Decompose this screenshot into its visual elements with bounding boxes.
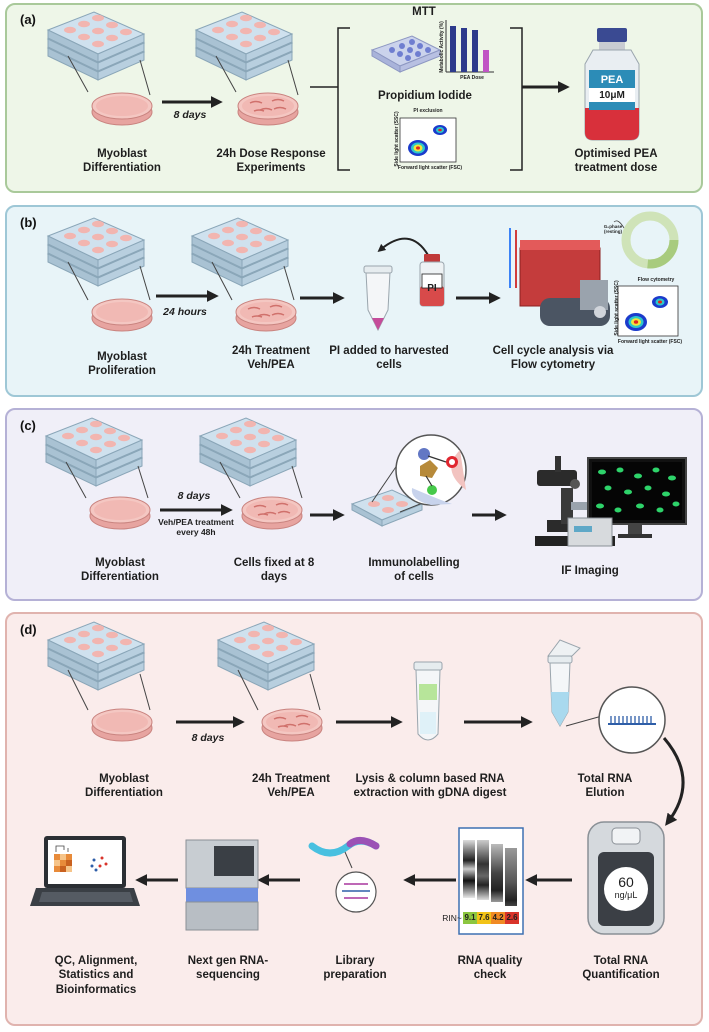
b-fc-x-label: Forward light scatter (FSC) <box>617 339 683 345</box>
a-time-label: 8 days <box>173 109 207 121</box>
b-fc-title: Flow cytometry <box>637 277 675 283</box>
b-time-label: 24 hours <box>163 306 207 318</box>
a-bar-x-label: PEA Dose <box>460 75 484 81</box>
a-bar-y-label: Metabolic Activity (%) <box>439 21 445 73</box>
c-time-label: 8 days <box>177 490 211 502</box>
d-rin-chip-1: 9.1 <box>463 912 477 924</box>
d-nanodrop-value: 60 <box>618 874 634 890</box>
b-step-pi-added: PI added to harvested cells <box>329 345 449 372</box>
d-step-rna-quantification: Total RNA Quantification <box>582 955 660 982</box>
panel-label-d: (d) <box>20 622 37 637</box>
d-step-treatment: 24h Treatment Veh/PEA <box>252 773 330 800</box>
d-rin-chip-3: 4.2 <box>491 912 505 924</box>
panel-label-a: (a) <box>20 12 36 27</box>
panel-label-b: (b) <box>20 215 37 230</box>
a-step-myoblast-differentiation: Myoblast Differentiation <box>83 148 161 175</box>
panel-label-c: (c) <box>20 418 36 433</box>
a-pi-x-label: Forward light scatter (FSC) <box>397 165 463 171</box>
c-step-cells-fixed: Cells fixed at 8 days <box>233 557 315 584</box>
a-pi-plot-title: PI exclusion <box>413 108 443 114</box>
c-step-immunolabelling: Immunolabelling of cells <box>368 557 460 584</box>
a-pi-label: Propidium Iodide <box>378 90 472 102</box>
b-fc-y-label: Side light scatter (SSC) <box>614 280 620 336</box>
d-rin-chip-2: 7.6 <box>477 912 491 924</box>
d-step-myoblast-differentiation: Myoblast Differentiation <box>85 773 163 800</box>
d-step-sequencing: Next gen RNA- sequencing <box>187 955 269 982</box>
b-cycle-label: G₀phase (resting) <box>603 224 623 235</box>
a-pi-y-label: Side light scatter (SSC) <box>394 111 400 167</box>
d-step-rna-extraction: Lysis & column based RNA extraction with… <box>353 773 507 800</box>
d-step-rna-quality: RNA quality check <box>457 955 523 982</box>
b-step-cell-cycle: Cell cycle analysis via Flow cytometry <box>492 345 614 372</box>
a-step-optimised-dose: Optimised PEA treatment dose <box>574 148 658 175</box>
panel-d <box>5 612 703 1026</box>
a-mtt-label: MTT <box>412 6 436 18</box>
b-step-treatment: 24h Treatment Veh/PEA <box>232 345 310 372</box>
d-nanodrop-unit: ng/μL <box>614 890 638 900</box>
d-step-rna-elution: Total RNA Elution <box>577 773 633 800</box>
c-step-myoblast-differentiation: Myoblast Differentiation <box>81 557 159 584</box>
d-step-library-prep: Library preparation <box>323 955 387 982</box>
c-step-if-imaging: IF Imaging <box>561 565 619 577</box>
c-time-note: Veh/PEA treatment every 48h <box>158 517 234 538</box>
d-rin-chip-4: 2.6 <box>505 912 519 924</box>
b-step-myoblast-proliferation: Myoblast Proliferation <box>88 351 156 378</box>
d-rin-label: RIN~ <box>442 913 462 923</box>
a-vial-label: PEA <box>600 74 624 86</box>
d-step-bioinformatics: QC, Alignment, Statistics and Bioinforma… <box>54 955 138 996</box>
d-time-label: 8 days <box>191 732 225 744</box>
a-vial-concentration: 10μM <box>599 90 625 101</box>
b-pi-vial-label: PI <box>427 283 437 294</box>
a-step-dose-response: 24h Dose Response Experiments <box>216 148 326 175</box>
